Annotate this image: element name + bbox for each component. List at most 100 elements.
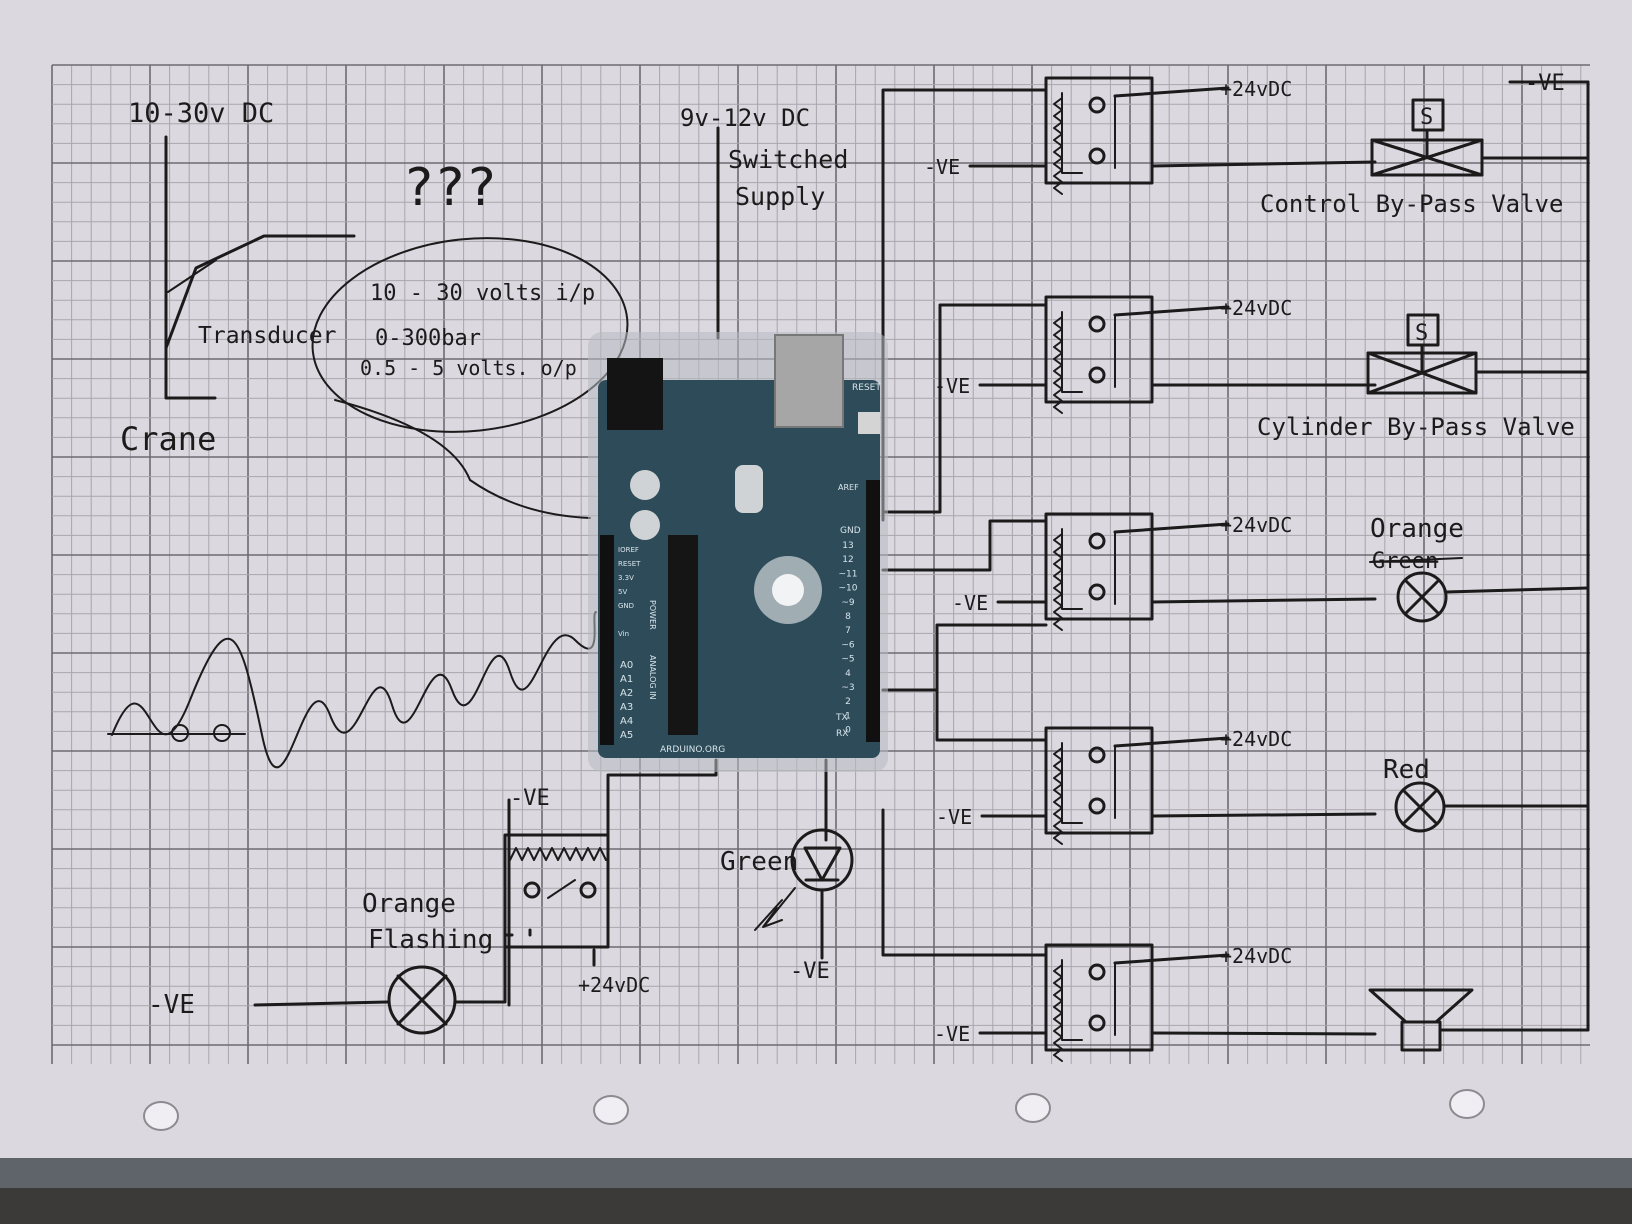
relay: +24vDC -VE xyxy=(934,943,1377,1062)
power-jack xyxy=(607,358,663,430)
relay: +24vDC -VE xyxy=(924,76,1377,195)
strike-line xyxy=(1369,557,1463,563)
digital-pin-label: ~11 xyxy=(839,569,858,579)
analog-pin-label: A5 xyxy=(620,730,633,741)
analog-pin-label: A2 xyxy=(620,688,633,699)
atmega-chip xyxy=(668,535,698,735)
board-reset-label: RESET xyxy=(852,383,881,393)
digital-pin-label: 0 xyxy=(845,726,851,736)
neg-ve-green-label: -VE xyxy=(790,959,830,984)
digital-pin-label: ~10 xyxy=(839,584,858,594)
crane-label: Crane xyxy=(120,420,216,458)
flashing-label: Flashing xyxy=(368,925,493,955)
crane-transducer-sketch xyxy=(107,135,629,769)
relay-pos-label: +24vDC xyxy=(1220,944,1292,968)
board-power-label: POWER xyxy=(648,600,657,630)
cylinder-bypass-valve xyxy=(1366,313,1590,395)
orange-flashing-label: Orange xyxy=(362,889,456,919)
relay-box xyxy=(1044,943,1154,1052)
cylinder-valve-label: Cylinder By-Pass Valve xyxy=(1257,413,1575,441)
digital-pin-label: ~6 xyxy=(841,640,855,650)
orange-lamp xyxy=(1396,571,1590,623)
relay-neg-label: -VE xyxy=(934,374,970,398)
control-bypass-valve xyxy=(1370,98,1590,177)
board-rx-label: RX xyxy=(836,729,848,739)
analog-pin-label: A1 xyxy=(620,674,633,685)
spec-range-label: 0-300bar xyxy=(375,326,481,351)
relay-pos-label: +24vDC xyxy=(1220,513,1292,537)
digital-pin-label: 7 xyxy=(845,626,851,636)
digital-pin-label: 12 xyxy=(842,555,853,565)
power-analog-header xyxy=(600,535,614,745)
spec-input-label: 10 - 30 volts i/p xyxy=(370,281,595,306)
transducer-label: Transducer xyxy=(198,323,336,349)
relay-box xyxy=(1044,76,1154,185)
board-gnd-pin-label: GND xyxy=(618,602,634,610)
digital-pin-label: 4 xyxy=(845,669,851,679)
digital-pin-label: 8 xyxy=(845,612,851,622)
relay: +24vDC -VE xyxy=(936,726,1377,845)
relay: +24vDC -VE xyxy=(934,295,1377,414)
relay-pos-label: +24vDC xyxy=(1220,296,1292,320)
digital-pin-label: 1 xyxy=(845,711,851,721)
digital-pin-label: 13 xyxy=(842,541,853,551)
relay-box xyxy=(1044,726,1154,835)
red-lamp-label: Red xyxy=(1383,755,1430,785)
relay-neg-label: -VE xyxy=(952,591,988,615)
relay-pos-label: +24vDC xyxy=(1220,77,1292,101)
capacitor-1 xyxy=(630,470,660,500)
relay-neg-label: -VE xyxy=(934,1022,970,1046)
reset-button xyxy=(858,412,880,434)
control-valve-label: Control By-Pass Valve xyxy=(1260,190,1563,218)
arduino-supply-label: 9v-12v DC xyxy=(680,104,810,132)
punch-holes xyxy=(143,1089,1485,1131)
relay-pos-label: +24vDC xyxy=(1220,727,1292,751)
transducer-signal-wire xyxy=(334,399,591,519)
pos-24-lower-label: +24vDC xyxy=(578,973,650,997)
digital-header xyxy=(866,480,880,742)
spec-output-label: 0.5 - 5 volts. o/p xyxy=(360,356,577,380)
analog-pin-label: A0 xyxy=(620,660,633,671)
board-vin-label: Vin xyxy=(618,630,629,638)
board-3v3-label: 3.3V xyxy=(618,574,634,582)
neg-ve-left-label: -VE xyxy=(148,990,195,1020)
red-lamp xyxy=(1394,781,1590,833)
green-led xyxy=(754,758,854,960)
switched-label: Switched xyxy=(728,145,848,174)
neg-ve-lower-label: -VE xyxy=(510,786,550,811)
solenoid-s1-label: S xyxy=(1420,105,1433,130)
board-analog-in-label: ANALOG IN xyxy=(648,655,657,700)
board-ioref-label: IOREF xyxy=(618,546,639,554)
digital-pin-label: ~3 xyxy=(841,683,854,693)
board-aref-label: AREF xyxy=(838,483,859,492)
digital-pin-label: ~5 xyxy=(841,655,854,665)
analog-pin-label: A4 xyxy=(620,716,633,727)
relay-column: +24vDC-VE+24vDC-VE+24vDC-VE+24vDC-VE+24v… xyxy=(924,76,1377,1062)
relay-box xyxy=(1044,512,1154,621)
board-5v-label: 5V xyxy=(618,588,627,596)
relay-neg-label: -VE xyxy=(936,805,972,829)
board-gnd-label: GND xyxy=(840,526,861,536)
board-tx-label: TX xyxy=(835,713,848,723)
relay: +24vDC -VE xyxy=(952,512,1377,631)
question-marks: ??? xyxy=(403,158,497,218)
board-arduino-label: ARDUINO.ORG xyxy=(660,745,725,755)
digital-pin-label: 2 xyxy=(845,697,851,707)
solenoid-s2-label: S xyxy=(1415,321,1428,346)
paper-edge xyxy=(0,1158,1632,1188)
usb-port xyxy=(774,334,844,428)
right-side-wiring xyxy=(881,80,1590,1032)
crane-supply-label: 10-30v DC xyxy=(128,98,274,129)
capacitor-2 xyxy=(630,510,660,540)
transducer-cable-wavy xyxy=(111,611,597,769)
relay-neg-label: -VE xyxy=(924,155,960,179)
board-reset-pin-label: RESET xyxy=(618,560,641,568)
green-led-label: Green xyxy=(720,847,798,877)
neg-ve-top-right-label: -VE xyxy=(1525,71,1565,96)
orange-lamp-label: Orange xyxy=(1370,514,1464,544)
crystal xyxy=(735,465,763,513)
